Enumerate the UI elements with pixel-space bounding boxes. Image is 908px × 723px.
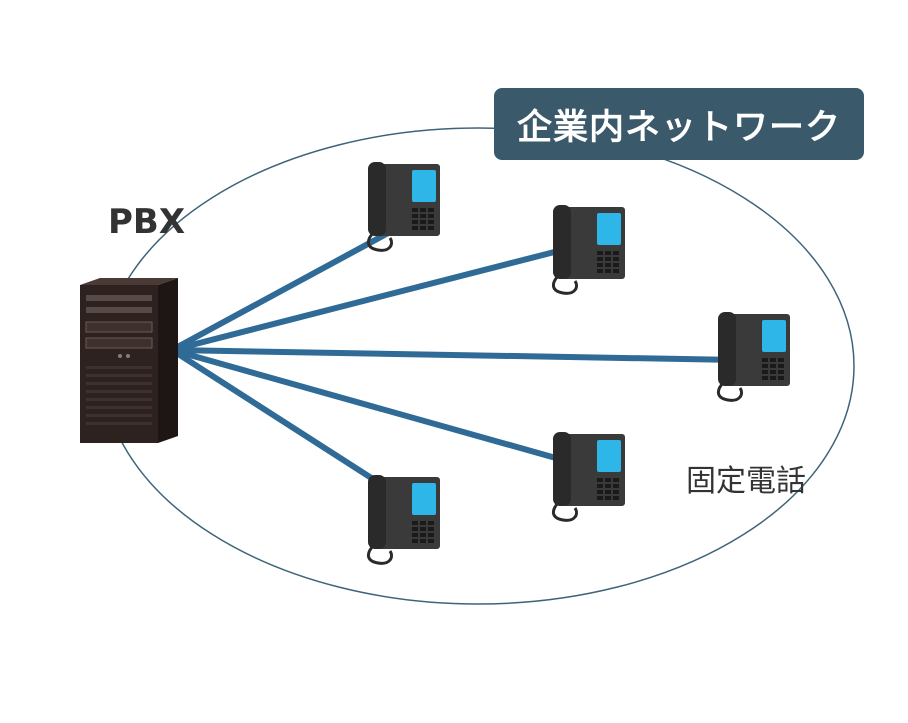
line-to-phone-2 xyxy=(169,245,573,353)
phone-3-icon xyxy=(717,312,790,402)
pbx-label: PBX xyxy=(108,202,186,242)
phone-1-icon xyxy=(367,162,440,252)
fixed-phone-label: 固定電話 xyxy=(686,464,806,499)
line-to-phone-3 xyxy=(169,347,741,363)
line-to-phone-5 xyxy=(169,347,393,493)
pbx-server-icon xyxy=(80,278,178,443)
line-to-phone-4 xyxy=(169,347,573,465)
phones-layer xyxy=(367,162,790,565)
phone-4-icon xyxy=(552,432,625,522)
connection-lines xyxy=(169,229,741,493)
phone-2-icon xyxy=(552,205,625,295)
line-to-phone-1 xyxy=(169,229,393,353)
phone-5-icon xyxy=(367,475,440,565)
network-label: 企業内ネットワーク xyxy=(494,88,864,160)
